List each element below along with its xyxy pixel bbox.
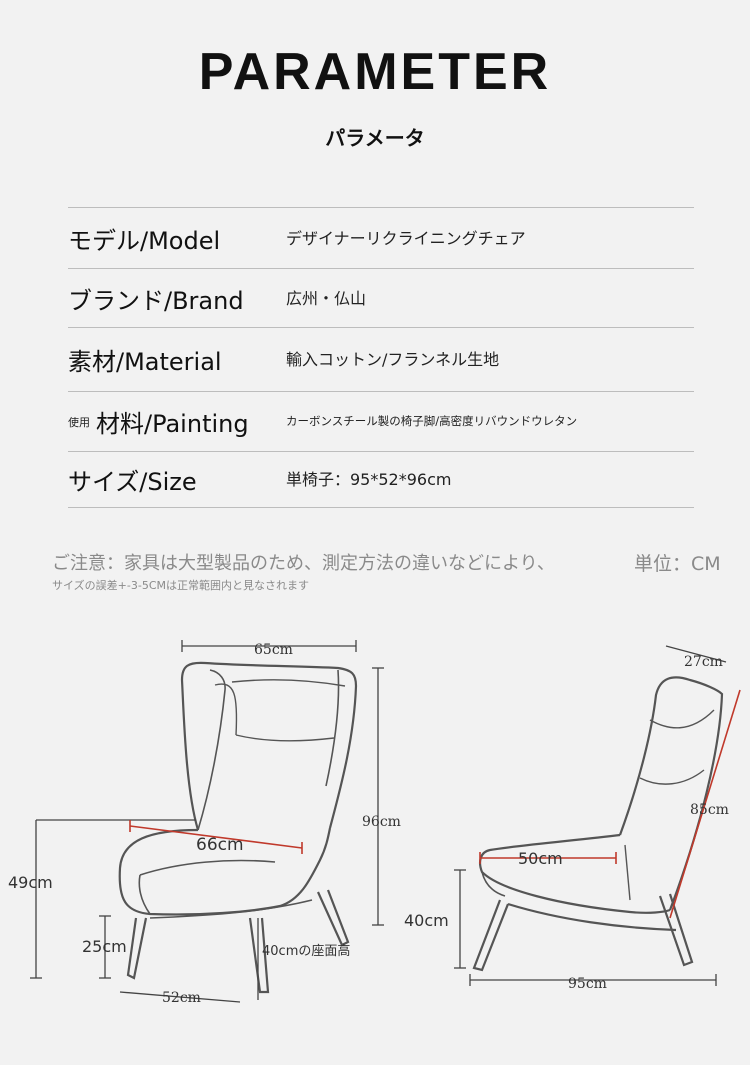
param-value: 輸入コットン/フランネル生地 xyxy=(286,350,500,369)
side-dimension-lines xyxy=(454,645,727,986)
param-row-material: 素材/Material 輸入コットン/フランネル生地 xyxy=(68,328,694,392)
param-label: モデル/Model xyxy=(68,226,221,255)
parameter-table: モデル/Model デザイナーリクライニングチェア ブランド/Brand 広州・… xyxy=(68,207,694,508)
dim-side-seat-height: 40cm xyxy=(404,911,449,930)
param-label: 素材/Material xyxy=(68,348,222,376)
page-title: PARAMETER xyxy=(198,43,552,101)
notice-text: ご注意：家具は大型製品のため、測定方法の違いなどにより、 xyxy=(52,553,555,574)
param-row-painting: 使用 材料/Painting カーボンスチール製の椅子脚/高密度リバウンドウレタ… xyxy=(68,392,694,452)
dim-front-height: 96cm xyxy=(362,814,401,830)
dim-front-depth: 52cm xyxy=(162,990,201,1006)
dim-front-arm-height: 49cm xyxy=(8,873,53,892)
dim-front-leg-height: 25cm xyxy=(82,937,127,956)
dim-side-total-length: 95cm xyxy=(568,976,607,992)
dim-front-width: 65cm xyxy=(254,642,293,658)
param-label: サイズ/Size xyxy=(68,468,197,496)
param-row-model: モデル/Model デザイナーリクライニングチェア xyxy=(68,208,694,269)
param-row-size: サイズ/Size 単椅子：95*52*96cm xyxy=(68,452,694,508)
param-label: 使用 材料/Painting xyxy=(68,404,286,439)
param-row-brand: ブランド/Brand 広州・仏山 xyxy=(68,269,694,328)
param-value: 単椅子：95*52*96cm xyxy=(286,470,452,489)
tolerance-text: サイズの誤差+-3-5CMは正常範囲内と見なされます xyxy=(52,579,309,592)
chair-dimension-diagram: 65cm 96cm 66cm 49cm 25cm 40cmの座面高 52cm 2… xyxy=(8,640,741,1006)
front-dimension-lines xyxy=(30,640,384,1003)
page-subtitle: パラメータ xyxy=(325,126,425,150)
dim-side-back-length: 85cm xyxy=(690,802,729,818)
front-chair-drawing xyxy=(118,661,358,994)
unit-label: 単位：CM xyxy=(634,553,721,575)
side-accent-lines xyxy=(479,689,741,919)
dim-front-seat-width: 66cm xyxy=(196,835,244,855)
param-label: ブランド/Brand xyxy=(68,286,244,315)
param-label-prefix: 使用 xyxy=(68,415,90,429)
front-seat-width-line xyxy=(129,820,303,854)
param-value: カーボンスチール製の椅子脚/高密度リバウンドウレタン xyxy=(286,414,578,428)
dim-side-seat-depth: 50cm xyxy=(518,849,563,868)
param-value: 広州・仏山 xyxy=(286,288,367,308)
side-chair-drawing xyxy=(472,676,724,972)
param-label-text: 材料/Painting xyxy=(96,410,249,438)
dim-front-seat-height-note: 40cmの座面高 xyxy=(262,943,350,959)
dim-side-top-depth: 27cm xyxy=(684,654,723,670)
param-value: デザイナーリクライニングチェア xyxy=(286,228,526,248)
